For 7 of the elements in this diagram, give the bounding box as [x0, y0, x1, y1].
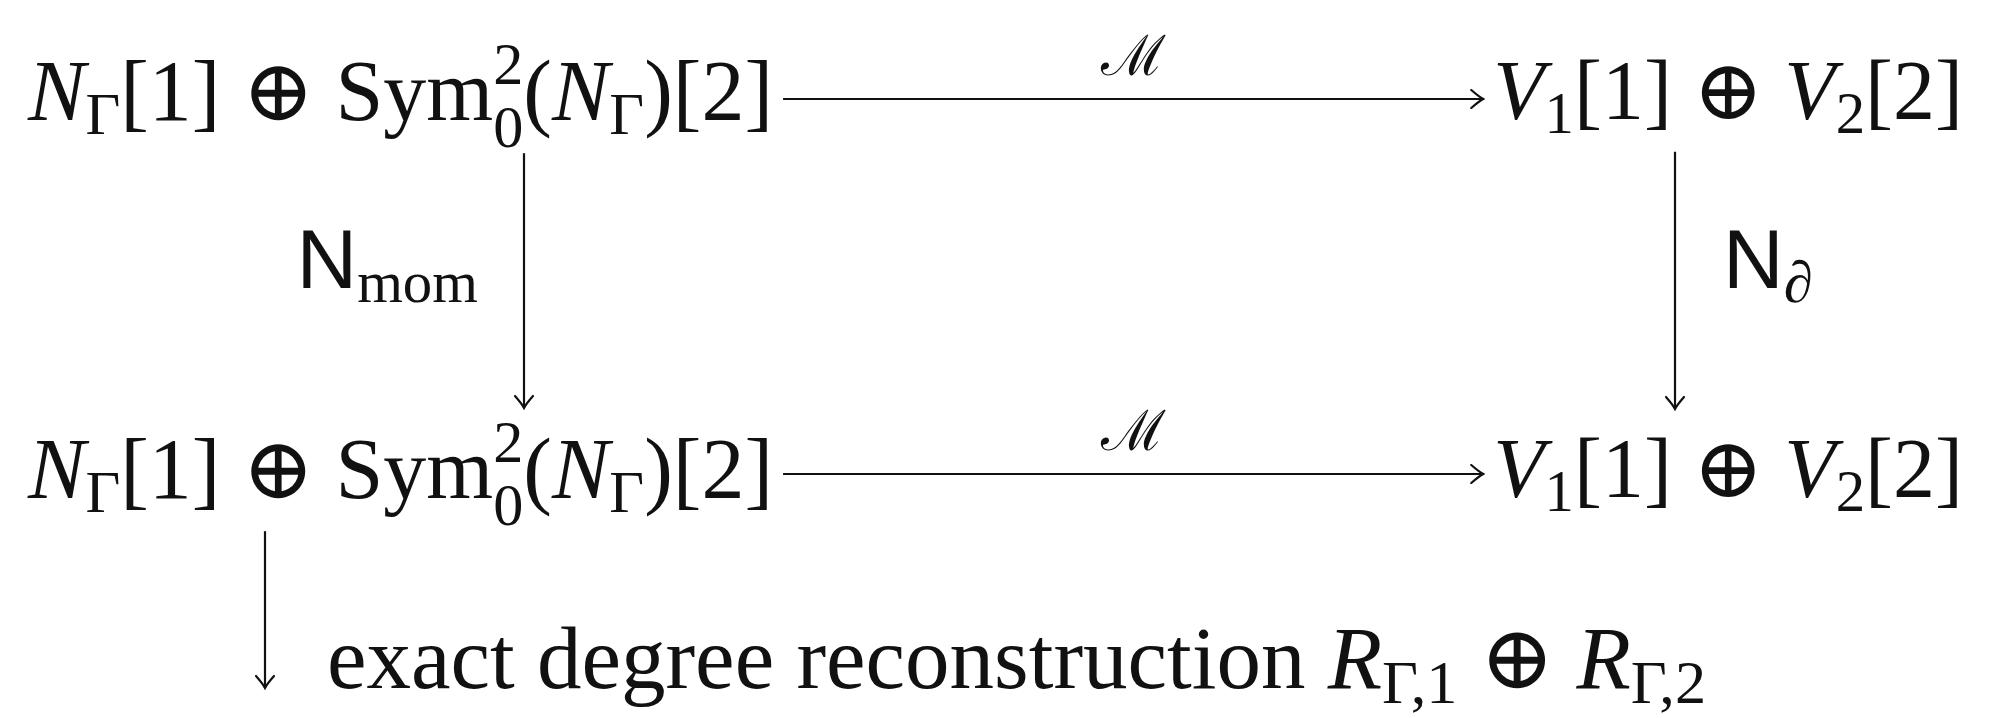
math-expression: V$_{1}$[1] ⊕ V$_{2}$[2]: [1493, 419, 1963, 520]
edge-label: exact degree reconstruction R$_{Γ,1}$ ⊕ R$_{Γ,2}$: [327, 607, 1707, 712]
edge-label: N$_{∂}$: [1723, 210, 1813, 310]
edge-label: ℳ: [1099, 22, 1167, 91]
edge-label: N$_{mom}$: [296, 210, 478, 310]
edge-label: ℳ: [1099, 397, 1167, 466]
math-expression: V$_{1}$[1] ⊕ V$_{2}$[2]: [1493, 41, 1963, 142]
